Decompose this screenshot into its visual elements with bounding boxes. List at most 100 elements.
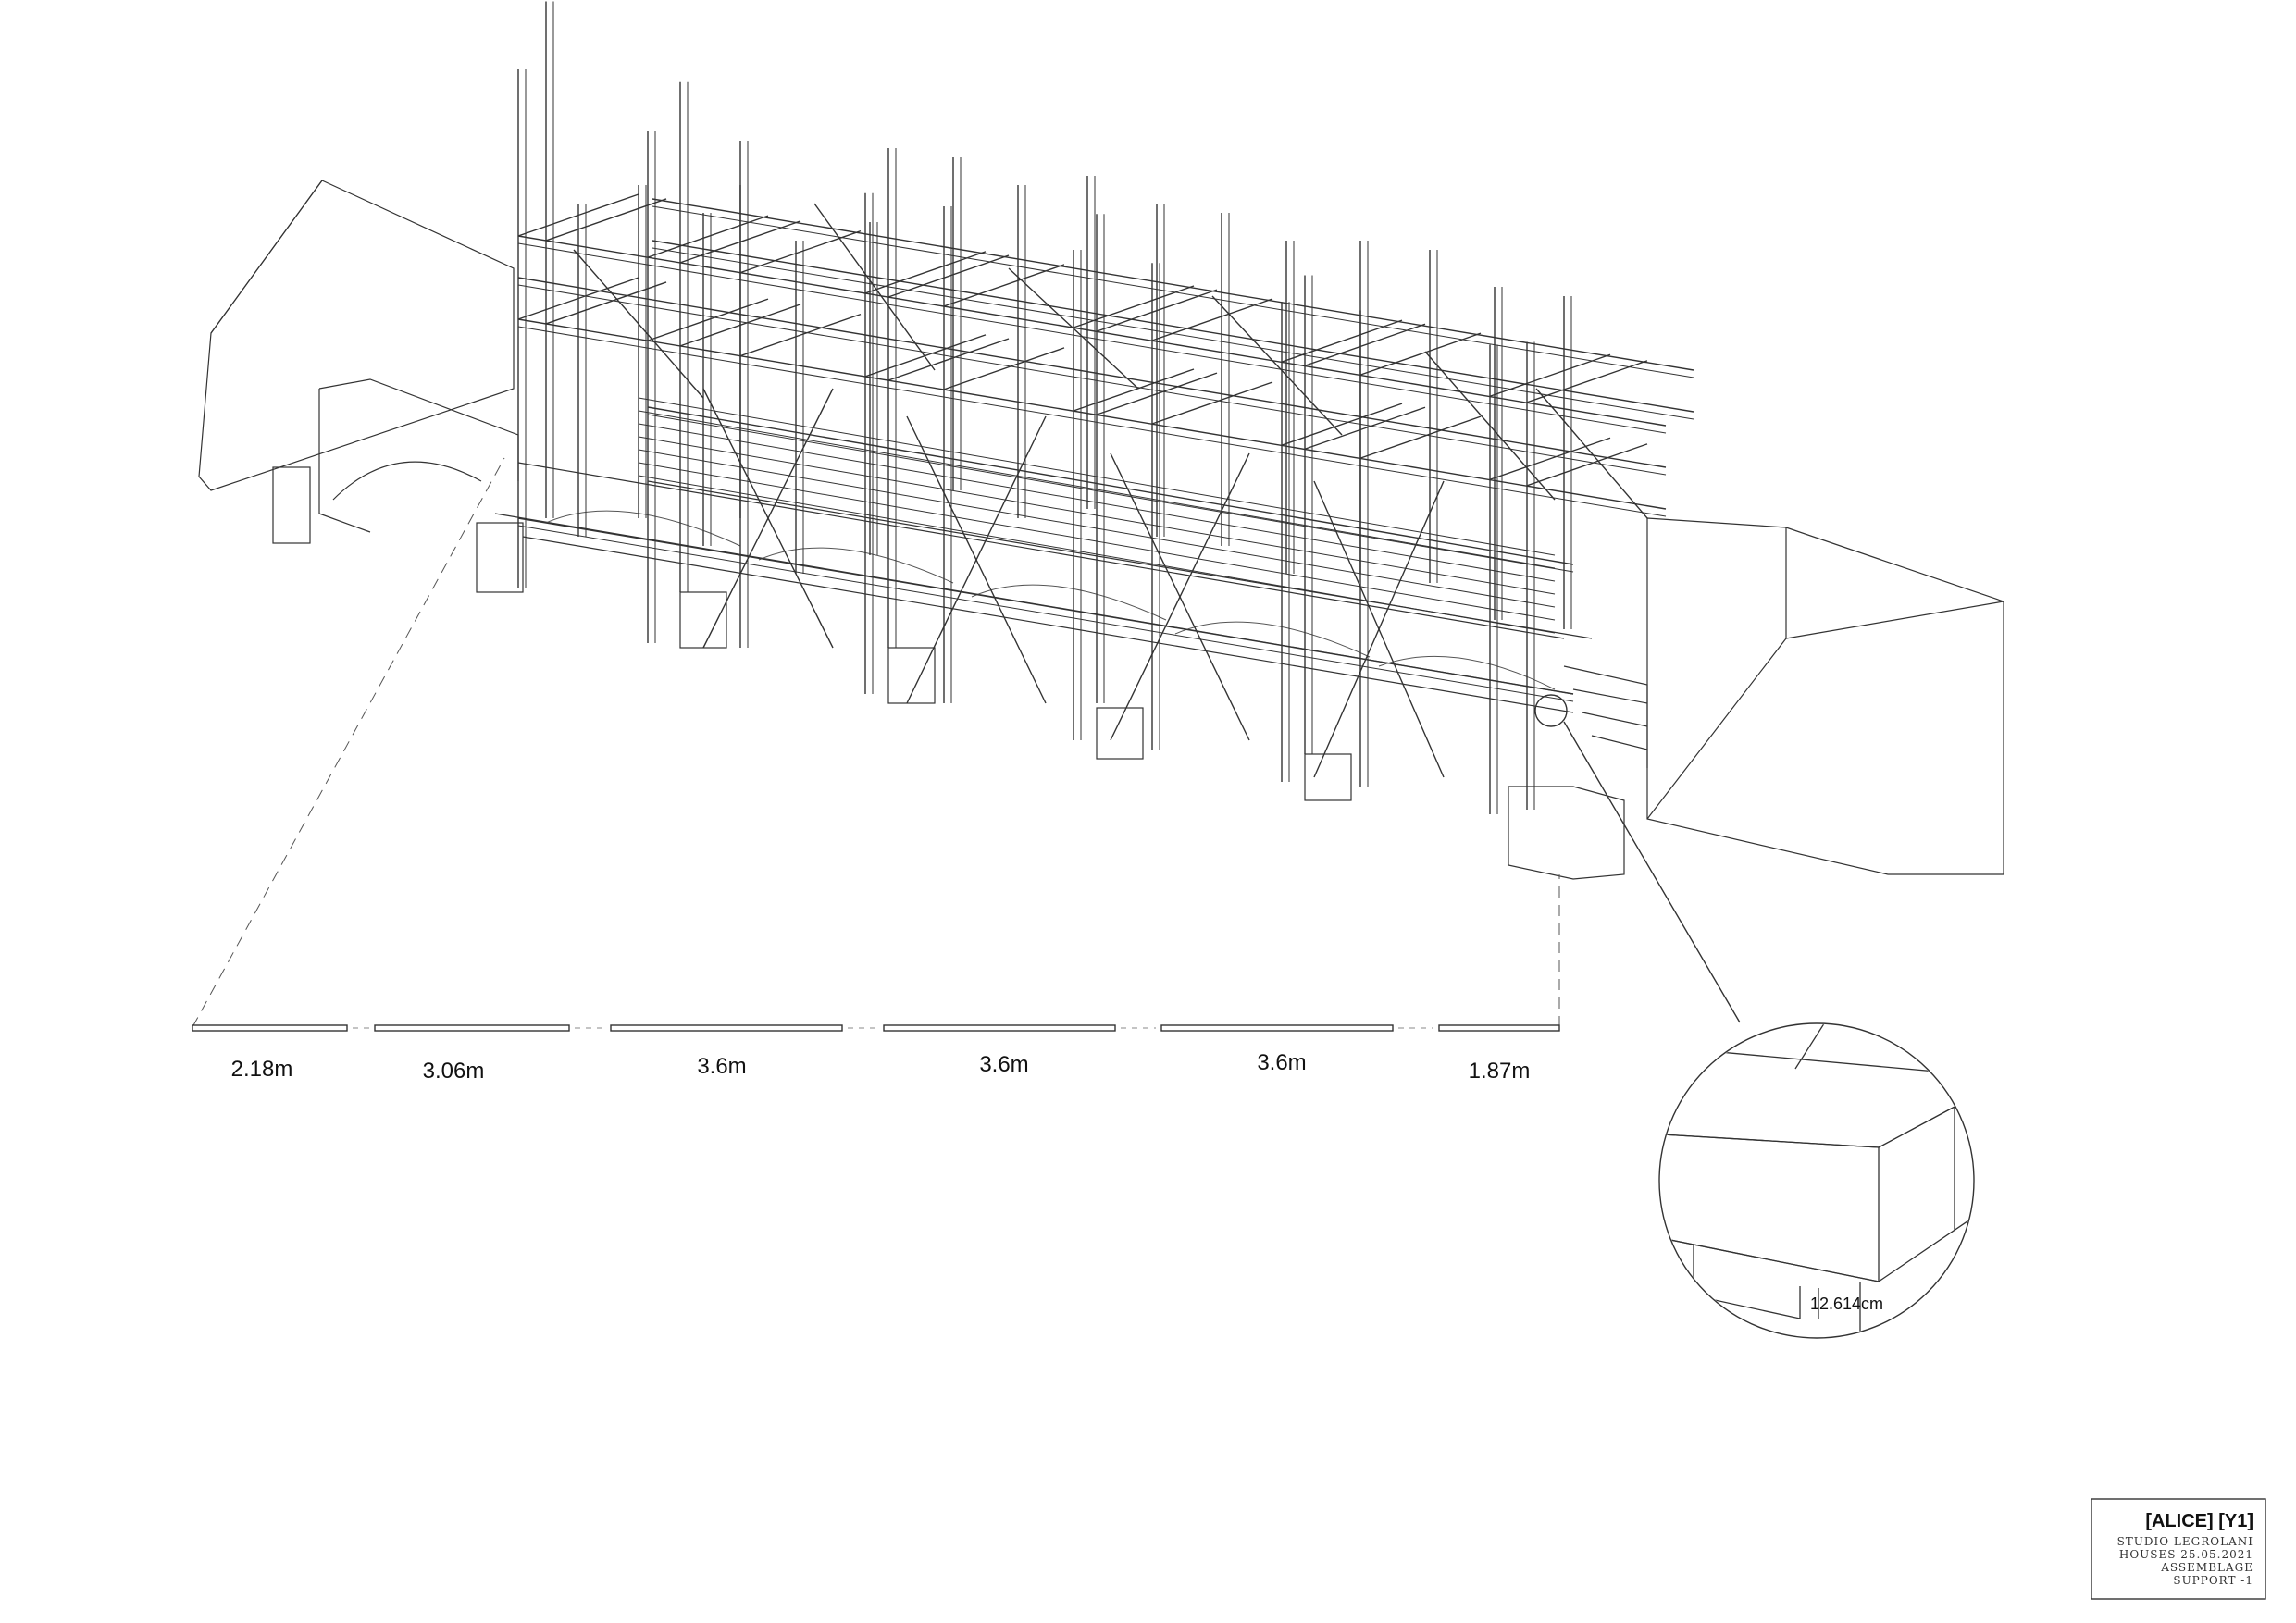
scaffold-member [1008,267,1139,390]
right-building-edge [1785,527,2004,639]
footing-2 [679,591,727,649]
dimension-bar [374,1024,570,1032]
scaffold-member [1211,295,1343,436]
detail-measurement-label: 12.614cm [1810,1295,1883,1313]
scaffold-member [517,277,1667,468]
scaffold-member [517,284,1667,476]
projection-left [192,457,505,1028]
scaffold-member [638,475,1556,634]
scaffold-member [517,242,1667,434]
scaffold-member [1359,415,1482,459]
scaffold-member [638,410,1556,569]
detail-base-line [1660,1234,1880,1282]
detail-enlargement [1660,1024,1973,1337]
scaffold-member [1281,319,1403,363]
scaffold-member [943,347,1065,390]
arch-1 [545,510,741,547]
arch-5 [1378,655,1556,690]
context-massing [198,180,2004,880]
dimension-segment: 3.6m [883,1024,1156,1077]
scaffold-member [638,436,1556,595]
scaffold-member [1096,289,1218,332]
scaffold-member [943,264,1065,307]
left-building [198,180,515,491]
detail-block-side [1878,1076,1973,1282]
detail-leader [1563,721,1741,1023]
scaffold-member [864,251,987,294]
scaffold-member [638,462,1556,621]
scaffold-member [573,249,704,399]
dimension-segment: 3.06m [374,1024,605,1084]
scaffold-member [1526,443,1648,487]
scaffold-member [1359,332,1482,376]
scaffold-member [647,414,1574,573]
scaffold-member [1304,406,1426,450]
dimension-segment: 2.18m [192,1024,369,1082]
scaffold-member [545,198,667,242]
dimension-label: 2.18m [231,1057,293,1082]
dimension-label: 3.06m [423,1059,485,1084]
scaffold-member [1304,323,1426,366]
scaffold-member [1151,298,1273,341]
stairs [1563,665,1648,768]
scaffold-member [1110,452,1250,741]
project-date: HOUSES 25.05.2021 [2119,1548,2253,1561]
scaffold-member [813,203,936,371]
dimension-label: 1.87m [1469,1059,1531,1084]
dimension-bar [1438,1024,1560,1032]
drawing-subtitle: SUPPORT -1 [2173,1574,2253,1587]
scaffold-member [517,235,1667,427]
left-footing [272,466,311,544]
dimension-label: 3.6m [979,1052,1028,1077]
scaffold-member [652,240,1694,413]
scaffold-member [647,298,769,341]
dimension-bar [610,1024,843,1032]
project-title: [ALICE] [Y1] [2145,1511,2253,1531]
right-pier [1508,786,1625,880]
title-block-frame [2091,1498,2266,1600]
scaffold-member [517,277,639,320]
scaffold-member [1313,480,1445,778]
scaffold-member [1526,360,1648,403]
scaffold-member [652,205,1694,378]
left-building-edge [210,180,323,334]
scaffold-member [739,229,862,274]
scaffold-member [517,193,639,237]
dimension-bar [1160,1024,1394,1032]
scaffold-member [887,254,1010,298]
scaffold-member [652,198,1694,371]
scaffold-member [517,517,1574,695]
scaffold-member [906,415,1047,704]
drawing-type: ASSEMBLAGE [2160,1561,2253,1574]
scaffold-structure [517,1,1694,814]
footing-5 [1304,753,1352,801]
deck-rail-front-2 [494,531,1574,713]
scaffold-member [1489,437,1611,480]
dimension-label: 3.6m [697,1054,746,1079]
scaffold-member [638,423,1556,582]
scaffold-member [1424,351,1556,501]
detail-marker [1534,694,1568,727]
dimension-label: 3.6m [1257,1050,1306,1075]
dimension-segment: 1.87m [1438,1024,1560,1084]
projection-lines [192,457,1560,1028]
scaffold-member [647,215,769,258]
scaffold-member [1073,285,1195,328]
detail-callout [1534,694,1975,1339]
deck-edge [517,462,1565,639]
scaffold-member [638,397,1556,556]
scaffold-member [517,318,1667,510]
scaffold-member [517,326,1667,517]
detail-block-front [1660,1133,1880,1282]
scaffold-member [545,281,667,325]
dimension-segment: 3.6m [1160,1024,1433,1075]
scaffold-member [1151,381,1273,425]
scaffold-member [679,220,801,264]
scaffold-member [647,406,1574,565]
scaffold-member [1489,353,1611,397]
arch-2 [758,547,954,584]
studio-name: STUDIO LEGROLANI [2117,1535,2253,1548]
right-building-edge-2 [1646,638,1787,820]
dimension-segment: 3.6m [610,1024,878,1079]
